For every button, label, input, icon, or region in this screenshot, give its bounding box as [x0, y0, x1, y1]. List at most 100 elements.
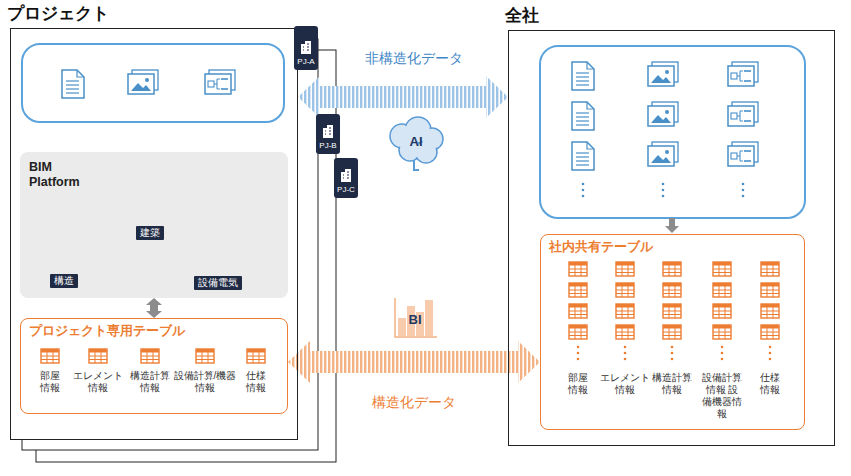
- table-icon: [89, 349, 107, 363]
- more-dot: [721, 358, 724, 361]
- more-dot: [624, 352, 627, 355]
- table-item-label: 部屋情報: [567, 372, 589, 396]
- text-line: [576, 160, 589, 161]
- mountain: [651, 155, 671, 163]
- more-dot: [742, 195, 745, 198]
- chart-frame: [728, 106, 754, 126]
- tab-label: PJ-A: [297, 57, 314, 67]
- chart-frame: [205, 74, 231, 94]
- table-icon: [663, 325, 681, 339]
- icon-label: AI: [401, 134, 431, 150]
- data-cloud: [540, 46, 805, 218]
- table-grid: [713, 304, 731, 318]
- more-dot: [624, 358, 627, 361]
- text-line: [66, 92, 79, 93]
- tab-label: PJ-B: [319, 141, 336, 151]
- more-dot: [624, 346, 627, 349]
- sun: [665, 70, 669, 74]
- table-grid: [761, 262, 779, 276]
- document-fold: [587, 102, 594, 109]
- table-icon: [663, 262, 681, 276]
- table-header: [761, 283, 779, 287]
- table-grid: [89, 349, 107, 363]
- more-dot: [721, 352, 724, 355]
- table-frame: [663, 262, 681, 276]
- table-icon: [761, 325, 779, 339]
- table-grid: [569, 325, 587, 339]
- table-frame: [713, 325, 731, 339]
- table-icon: [616, 283, 634, 297]
- table-title: プロジェクト専用テーブル: [29, 324, 185, 339]
- table-grid: [663, 304, 681, 318]
- brain-stem: [414, 160, 419, 170]
- glyph-shape: [301, 41, 311, 54]
- table-icon: [569, 325, 587, 339]
- table-frame: [761, 325, 779, 339]
- table-grid: [713, 283, 731, 297]
- table-item-label: エレメント情報: [72, 370, 124, 394]
- image-icon: [648, 142, 678, 166]
- more-dot: [671, 346, 674, 349]
- chart-icon: [728, 62, 758, 86]
- document-fold: [587, 142, 594, 149]
- document-outline: [572, 62, 594, 90]
- table-item-label: 設備計算情報 設備機器情報: [701, 372, 743, 420]
- table-icon: [761, 304, 779, 318]
- glyph-windows: [343, 172, 349, 178]
- chart-icon: [728, 142, 758, 166]
- table-frame: [569, 325, 587, 339]
- model-tag: 設備電気: [194, 276, 242, 290]
- flow-item: [221, 78, 228, 80]
- table-icon: [713, 325, 731, 339]
- document-fold: [587, 62, 594, 69]
- project-tab: PJ-C: [334, 158, 358, 198]
- table-frame: [569, 283, 587, 297]
- text-line: [576, 76, 589, 77]
- table-header: [141, 349, 159, 353]
- flow-item: [744, 110, 751, 112]
- table-frame: [569, 262, 587, 276]
- more-dot: [769, 358, 772, 361]
- bar: [425, 300, 433, 336]
- table-header: [616, 262, 634, 266]
- flow-link: [737, 151, 743, 161]
- link-arrow: [146, 298, 162, 318]
- more-dot: [721, 346, 724, 349]
- glyph-windows: [303, 44, 309, 50]
- model-tag: 構造: [50, 274, 78, 288]
- table-icon: [713, 304, 731, 318]
- document-icon: [62, 70, 84, 98]
- more-dot: [671, 358, 674, 361]
- chart-frame: [728, 66, 754, 86]
- more-dot: [577, 352, 580, 355]
- sun: [145, 78, 149, 82]
- flow-link: [737, 111, 743, 121]
- table-grid: [761, 283, 779, 297]
- chart-axis: [395, 298, 437, 337]
- chart-frame: [728, 146, 754, 166]
- bar: [398, 318, 406, 336]
- glyph-windows: [325, 128, 331, 134]
- sun: [665, 150, 669, 154]
- data-cloud: [22, 44, 284, 122]
- table-grid: [141, 349, 159, 363]
- table-header: [616, 325, 634, 329]
- text-line: [576, 80, 589, 81]
- edge-label: 構造化データ: [368, 394, 460, 411]
- table-frame: [616, 304, 634, 318]
- front-page-fill: [10, 28, 298, 440]
- building-glyph: [340, 168, 352, 182]
- sun: [665, 110, 669, 114]
- model-label: 建築: [140, 227, 160, 239]
- table-icon: [616, 304, 634, 318]
- text-line: [576, 116, 589, 117]
- table-header: [761, 304, 779, 308]
- text-line: [66, 80, 79, 81]
- project-tab: PJ-B: [316, 114, 340, 154]
- table-header: [41, 349, 59, 353]
- table-icon: [569, 283, 587, 297]
- tab-label: PJ-C: [337, 185, 355, 195]
- table-header: [761, 325, 779, 329]
- table-grid: [663, 283, 681, 297]
